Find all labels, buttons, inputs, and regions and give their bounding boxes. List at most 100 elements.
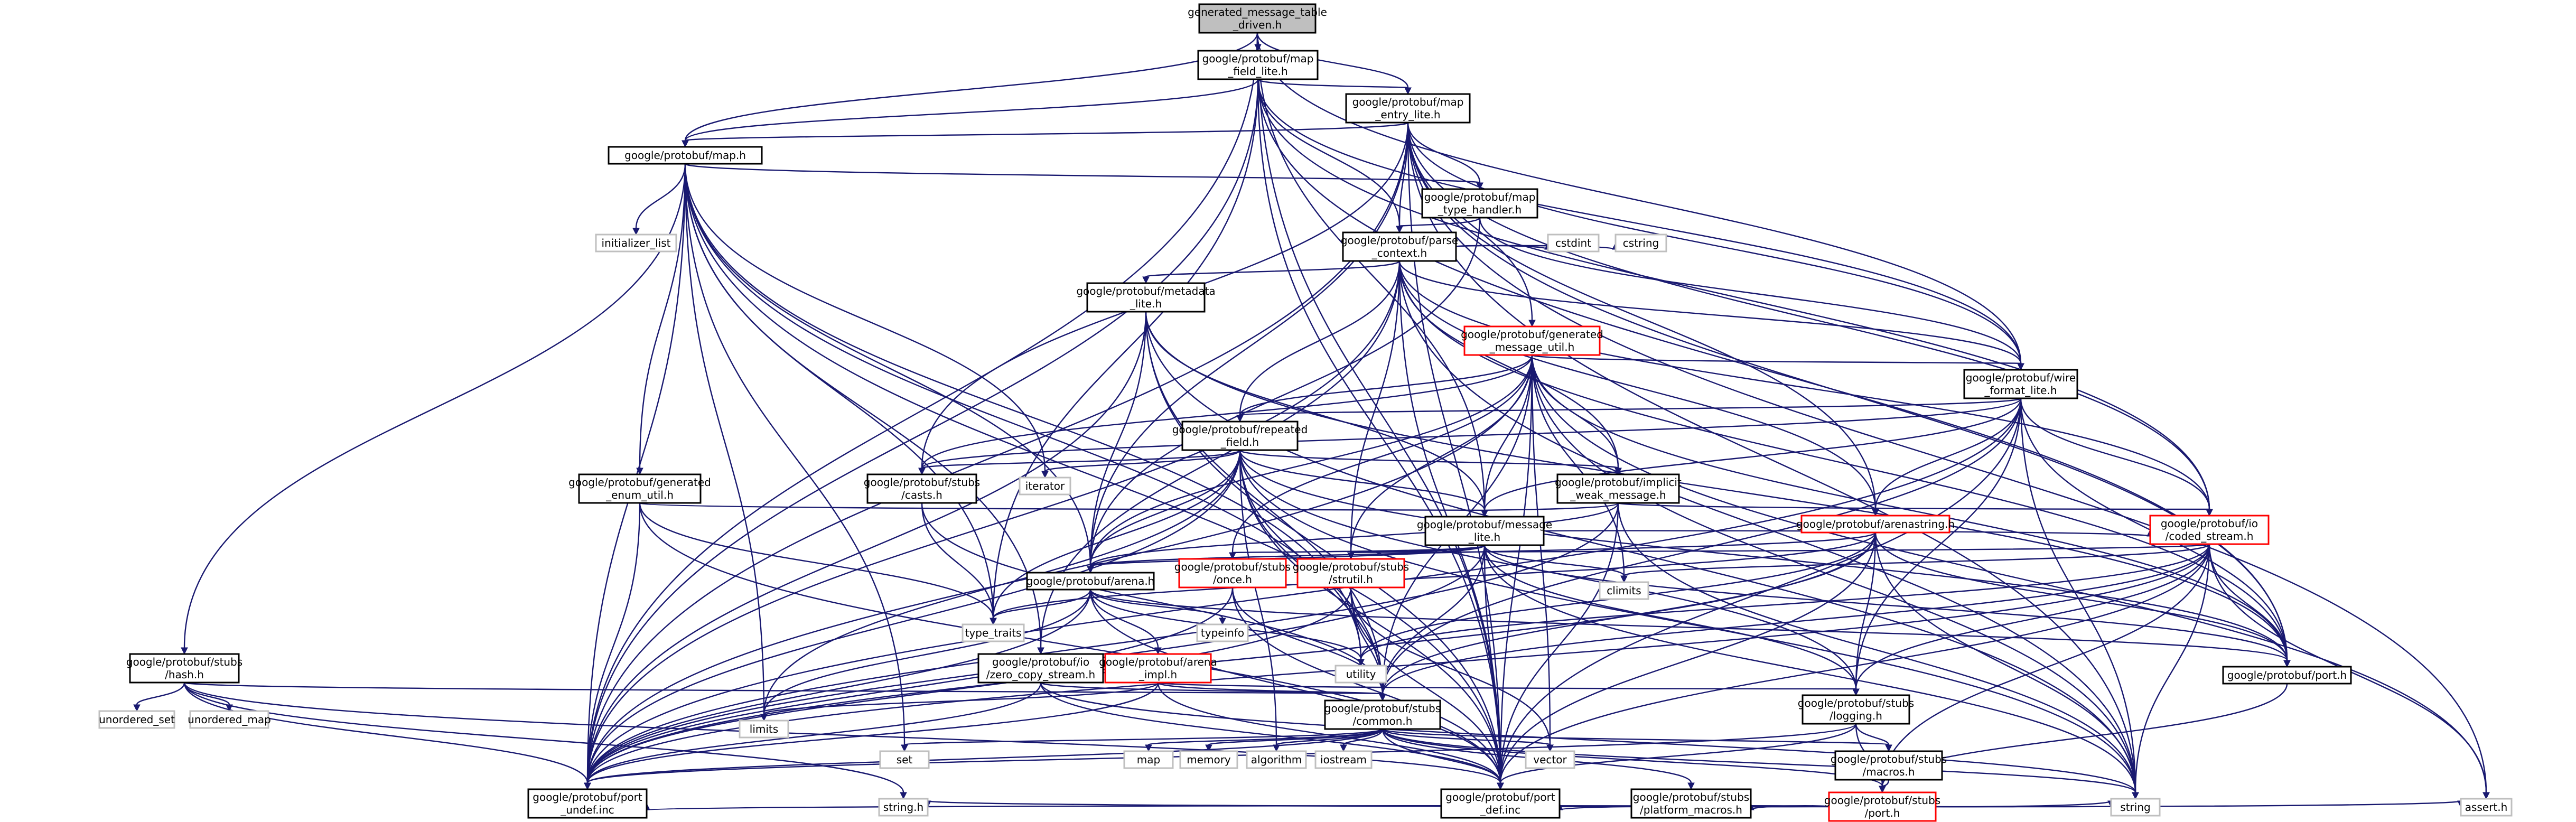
node-label: _weak_message.h: [1570, 489, 1666, 501]
node-parse-context[interactable]: google/protobuf/parse_context.h: [1341, 231, 1458, 262]
node-climits: climits: [1599, 581, 1649, 600]
node-stubs-macros[interactable]: google/protobuf/stubs/macros.h: [1831, 750, 1947, 781]
edge-line: [684, 163, 1384, 695]
node-arenastring[interactable]: google/protobuf/arenastring.h: [1796, 515, 1955, 534]
node-box: [1802, 694, 1910, 725]
edge-map-field-lite-to-type-traits: [990, 79, 1259, 625]
edge-line: [1623, 543, 2210, 577]
node-wire-format-lite[interactable]: google/protobuf/wire_format_lite.h: [1963, 369, 2078, 399]
edge-arrowhead: [2206, 509, 2213, 517]
edge-arrowhead: [1340, 744, 1347, 752]
node-stubs-hash[interactable]: google/protobuf/stubs/hash.h: [126, 653, 242, 684]
node-map-entry-lite[interactable]: google/protobuf/map_entry_lite.h: [1345, 93, 1471, 124]
edge-stubs-logging-to-port-def: [1497, 723, 1857, 790]
node-stubs-strutil[interactable]: google/protobuf/stubs/strutil.h: [1293, 558, 1409, 589]
edge-line: [183, 682, 1501, 783]
node-metadata-lite[interactable]: google/protobuf/metadata_lite.h: [1076, 282, 1216, 313]
edge-implicit-weak-message-to-message-lite: [1481, 502, 1619, 518]
node-port-h[interactable]: google/protobuf/port.h: [2222, 666, 2352, 685]
node-stubs-logging[interactable]: google/protobuf/stubs/logging.h: [1798, 694, 1914, 725]
edge-line: [639, 163, 686, 469]
edge-line: [639, 502, 994, 619]
edge-stubs-hash-to-string-h: [183, 682, 907, 800]
edge-line: [586, 589, 1091, 783]
node-stubs-once[interactable]: google/protobuf/stubs/once.h: [1174, 558, 1291, 589]
node-label: google/protobuf/wire: [1966, 371, 2076, 384]
edge-line: [1350, 260, 1401, 553]
edge-line: [1617, 502, 2136, 793]
node-unordered-map: unordered_map: [188, 710, 271, 729]
node-coded-stream[interactable]: google/protobuf/io/coded_stream.h: [2149, 515, 2270, 545]
node-repeated-field[interactable]: google/protobuf/repeated_field.h: [1172, 421, 1308, 451]
node-box: [1314, 750, 1373, 769]
node-label: _field_lite.h: [1227, 65, 1287, 78]
node-generated-message-util[interactable]: google/protobuf/generated_message_util.h: [1461, 325, 1603, 356]
node-label: _enum_util.h: [605, 489, 674, 501]
node-label: /coded_stream.h: [2166, 530, 2254, 543]
node-box: [962, 623, 1025, 642]
edge-arrowhead: [900, 792, 907, 800]
node-typeinfo: typeinfo: [1196, 623, 1249, 642]
edge-line: [1483, 354, 1533, 511]
edge-line: [1407, 122, 2022, 364]
edge-line: [1231, 354, 1533, 553]
edge-root-to-wire-format-lite: [1256, 32, 2024, 371]
node-arena-h[interactable]: google/protobuf/arena.h: [1026, 572, 1155, 591]
edge-line: [1044, 450, 1241, 472]
node-root[interactable]: generated_message_table_driven.h: [1188, 3, 1327, 34]
node-box: [1424, 516, 1545, 546]
edge-line: [1382, 545, 1486, 695]
edge-line: [1239, 449, 1619, 469]
node-box: [1342, 231, 1457, 262]
node-stubs-casts[interactable]: google/protobuf/stubs/casts.h: [864, 473, 980, 504]
edge-arena-h-to-port-undef: [584, 589, 1091, 790]
edge-arena-h-to-arena-impl: [1089, 589, 1162, 655]
node-label: google/protobuf/arenastring.h: [1796, 518, 1955, 530]
node-cstdint: cstdint: [1547, 233, 1600, 253]
edge-line: [1145, 311, 1501, 783]
edge-stubs-common-to-set: [901, 728, 1384, 752]
node-message-lite[interactable]: google/protobuf/message_lite.h: [1417, 516, 1552, 546]
node-stubs-common[interactable]: google/protobuf/stubs/common.h: [1324, 699, 1441, 730]
edge-arrowhead: [584, 782, 591, 790]
node-box: [2110, 798, 2161, 817]
edge-line: [1398, 260, 2022, 364]
node-box: [1834, 750, 1943, 781]
edge-arrowhead: [1872, 509, 1879, 517]
node-generated-enum-util[interactable]: google/protobuf/generated_enum_util.h: [568, 473, 711, 504]
edge-line: [1398, 260, 2288, 661]
edge-line: [1208, 728, 1384, 746]
node-box: [98, 710, 175, 729]
node-box: [1547, 233, 1600, 253]
node-port-def[interactable]: google/protobuf/port_def.inc: [1440, 788, 1561, 819]
edge-arena-impl-to-limits: [760, 682, 1159, 722]
node-map-h[interactable]: google/protobuf/map.h: [608, 146, 763, 165]
node-box: [1123, 750, 1174, 769]
node-arena-impl[interactable]: google/protobuf/arena_impl.h: [1099, 653, 1217, 684]
node-platform-macros[interactable]: google/protobuf/stubs/platform_macros.h: [1630, 788, 1752, 819]
node-port-undef[interactable]: google/protobuf/port_undef.inc: [527, 788, 648, 819]
edge-line: [136, 682, 185, 705]
node-label: _impl.h: [1138, 668, 1177, 681]
node-initializer-list: initializer_list: [595, 233, 677, 253]
node-stubs-port[interactable]: google/protobuf/stubs/port.h: [1824, 791, 1940, 822]
node-map-type-handler[interactable]: google/protobuf/map_type_handler.h: [1421, 188, 1538, 219]
edge-line: [1855, 532, 1877, 689]
edge-stubs-common-to-string: [1382, 728, 2139, 800]
edge-line: [1382, 728, 1551, 746]
node-layer: generated_message_table_driven.h google/p…: [98, 3, 2513, 822]
node-label: google/protobuf/stubs: [126, 656, 242, 668]
edge-stubs-hash-to-unordered-set: [133, 682, 185, 712]
edge-generated-message-util-to-wire-format-lite: [1531, 354, 2024, 371]
edge-line: [992, 450, 1241, 619]
node-label: cstdint: [1555, 237, 1591, 249]
edge-arena-h-to-port-h: [1089, 589, 2291, 668]
edge-map-h-to-limits: [684, 163, 768, 722]
node-zero-copy-stream[interactable]: google/protobuf/io/zero_copy_stream.h: [977, 653, 1104, 684]
node-label: /zero_copy_stream.h: [986, 668, 1095, 681]
edge-arrowhead: [1145, 744, 1152, 752]
edge-map-field-lite-to-map-entry-lite: [1257, 78, 1412, 95]
node-map-field-lite[interactable]: google/protobuf/map_field_lite.h: [1197, 50, 1319, 80]
node-implicit-weak-message[interactable]: google/protobuf/implicit_weak_message.h: [1555, 473, 1682, 504]
